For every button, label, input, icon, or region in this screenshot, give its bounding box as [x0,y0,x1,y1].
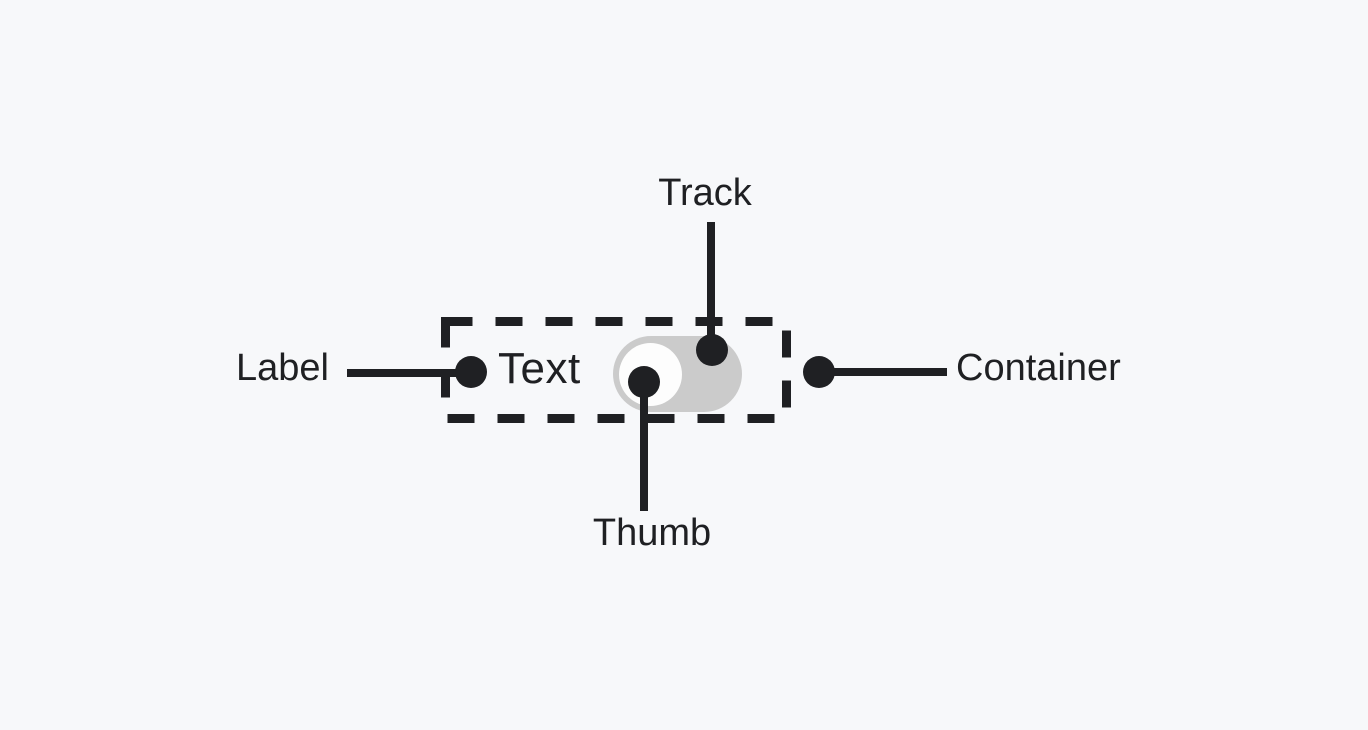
label-callout-text: Label [236,347,329,389]
container-callout-line [828,368,947,376]
label-callout-dot [455,356,487,388]
thumb-callout-line [640,385,648,511]
thumb-callout-dot [628,366,660,398]
container-callout-text: Container [956,347,1121,389]
track-callout-line [707,222,715,347]
label-callout-line [347,369,462,377]
thumb-callout-text: Thumb [592,512,712,554]
container-callout-dot [803,356,835,388]
track-callout-text: Track [658,172,752,214]
track-callout-dot [696,334,728,366]
switch-text-label: Text [498,344,581,393]
container-dashed-outline [441,317,791,423]
